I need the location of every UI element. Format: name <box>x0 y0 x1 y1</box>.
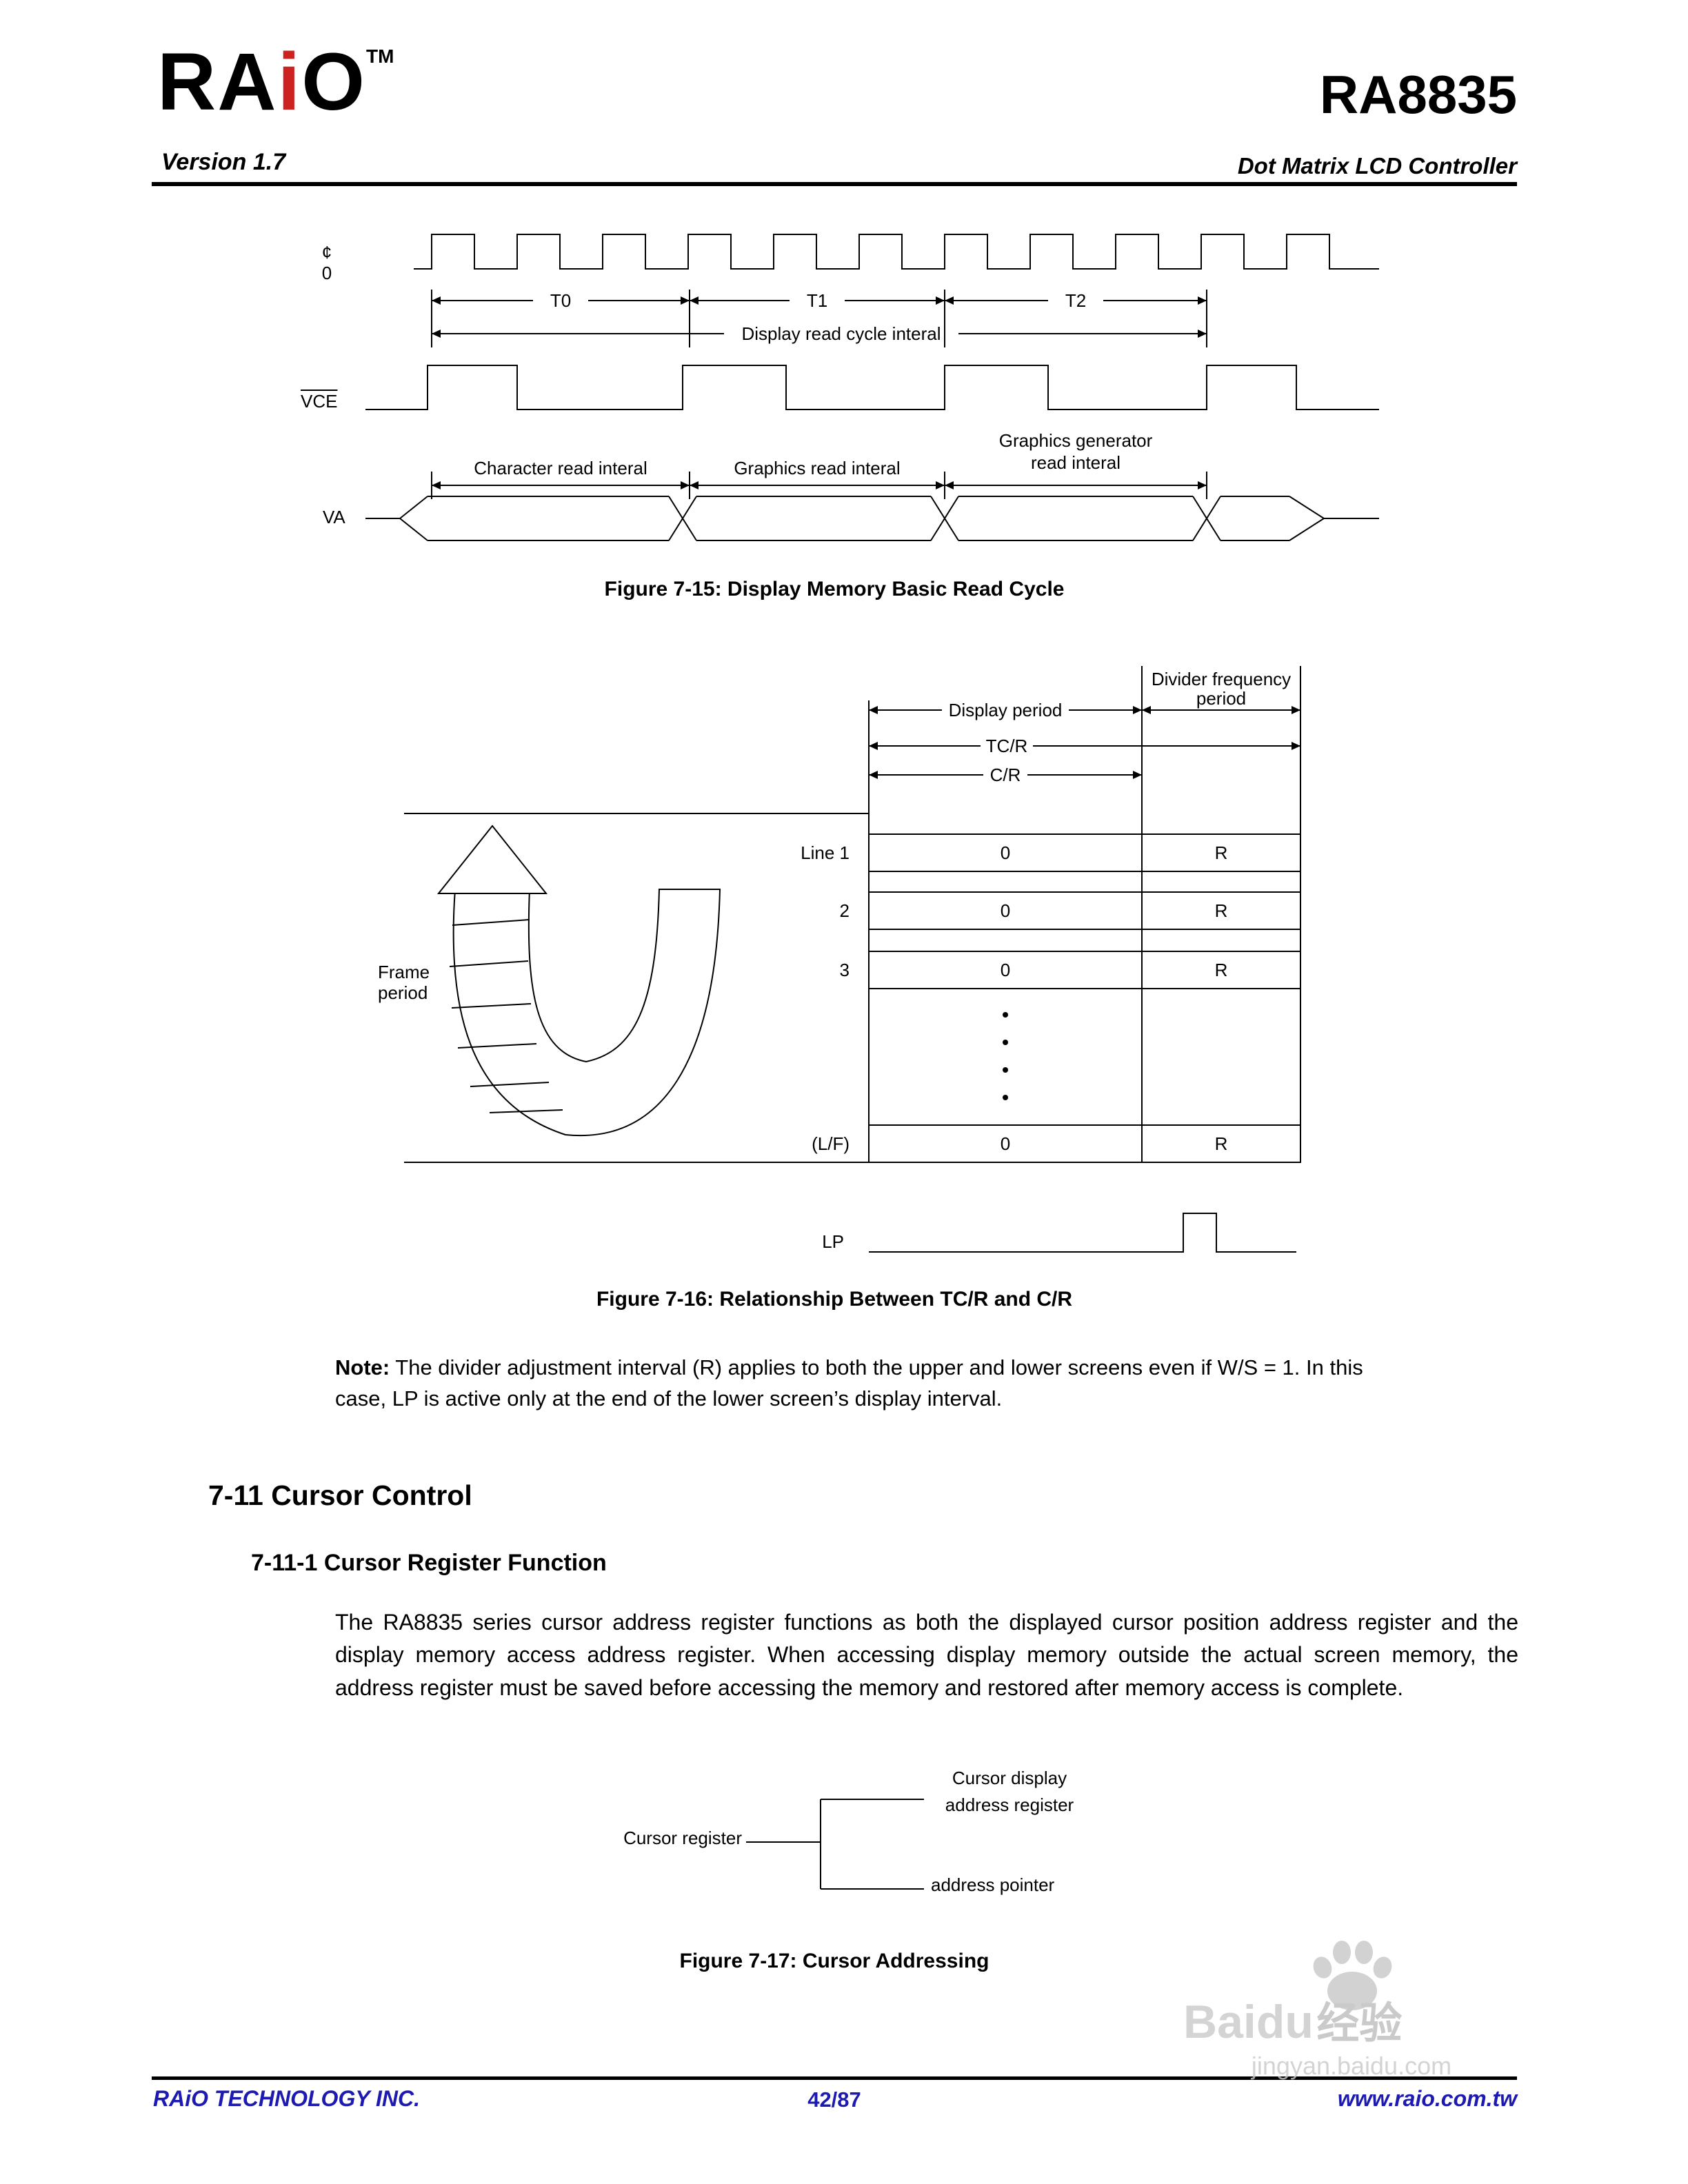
gfx-gen-read-label-1: Graphics generator <box>999 430 1153 451</box>
footer-page-number: 42/87 <box>807 2087 861 2112</box>
frame-period-line2: period <box>378 982 428 1003</box>
gfx-read-label: Graphics read interal <box>734 458 900 478</box>
row-divider-value: R <box>1215 842 1228 863</box>
fig717-caption: Figure 7-17: Cursor Addressing <box>679 1950 989 1972</box>
watermark-brand-latin: Baidu <box>1183 1996 1314 2048</box>
cr-label: C/R <box>990 765 1021 785</box>
fig715-waveform-svg: T0 T1 T2 Display read cycle interal Char… <box>365 234 1379 541</box>
note-label: Note: <box>335 1355 390 1379</box>
row-label: 3 <box>840 960 850 980</box>
logo-text-ra: RA <box>157 37 278 128</box>
watermark-url: jingyan.baidu.com <box>1251 2052 1452 2080</box>
row-label: 2 <box>840 900 850 921</box>
row-divider-value: R <box>1215 900 1228 921</box>
row-divider-box <box>1141 951 1301 989</box>
row-display-value: 0 <box>1001 842 1010 863</box>
divider-freq-label-1: Divider frequency <box>1152 669 1291 689</box>
cursor-bracket-lines <box>746 1799 924 1890</box>
cycle-label: Display read cycle interal <box>741 323 941 344</box>
lp-waveform <box>869 1213 1296 1253</box>
row-label: (L/F) <box>812 1133 850 1154</box>
va-bus-waveform <box>365 496 1379 541</box>
va-bus-lines <box>365 496 1379 541</box>
phi-subscript: 0 <box>321 262 332 283</box>
row-ellipsis-dots <box>1003 1012 1008 1100</box>
frame-loop-hatches <box>449 919 563 1113</box>
tcr-row-line1: Line 1 0 R <box>801 833 1301 872</box>
fig715-caption: Figure 7-15: Display Memory Basic Read C… <box>604 578 1065 600</box>
header: RAiOTM Version 1.7 RA8835 Dot Matrix LCD… <box>0 0 1688 186</box>
row-display-box <box>868 951 1143 989</box>
product-subtitle: Dot Matrix LCD Controller <box>1237 153 1517 179</box>
va-signal-label: VA <box>323 507 345 527</box>
cursor-display-line1: Cursor display <box>952 1768 1067 1788</box>
t2-label: T2 <box>1065 290 1086 311</box>
frame-loop-band <box>452 889 721 1137</box>
tcr-row-line3: 3 0 R <box>840 951 1301 989</box>
section-heading-cursor-control: 7-11 Cursor Control <box>208 1479 472 1511</box>
tcr-label: TC/R <box>986 736 1028 756</box>
product-title: RA8835 <box>1319 64 1517 125</box>
address-pointer-label: address pointer <box>931 1874 1055 1895</box>
vce-signal-label: VCE <box>301 391 338 412</box>
frame-period-line1: Frame <box>378 962 430 982</box>
frame-period-label: Frame period <box>378 962 430 1004</box>
header-rule <box>152 182 1517 186</box>
footer-website: www.raio.com.tw <box>1337 2086 1517 2111</box>
footer-rule <box>152 2076 1517 2080</box>
phi0-signal-label: ¢ 0 <box>312 242 342 284</box>
note-paragraph: Note: The divider adjustment interval (R… <box>335 1353 1390 1415</box>
raio-logo: RAiOTM <box>157 41 394 123</box>
subsection-heading-cursor-register: 7-11-1 Cursor Register Function <box>251 1550 607 1576</box>
note-text: The divider adjustment interval (R) appl… <box>335 1355 1363 1410</box>
row-divider-box <box>1141 891 1301 930</box>
t1-label: T1 <box>807 290 827 311</box>
char-read-label: Character read interal <box>474 458 647 478</box>
cursor-register-label: Cursor register <box>623 1828 742 1848</box>
t0-label: T0 <box>550 290 571 311</box>
row-label: Line 1 <box>801 842 850 863</box>
frame-loop-arrow <box>436 825 721 1137</box>
divider-freq-label-2: period <box>1196 688 1246 709</box>
row-display-box <box>868 833 1143 872</box>
paw-icon <box>1313 1941 1392 2010</box>
footer: RAiO TECHNOLOGY INC. 42/87 www.raio.com.… <box>0 2068 1688 2184</box>
row-display-value: 0 <box>1001 960 1010 980</box>
cursor-register-body-paragraph: The RA8835 series cursor address registe… <box>335 1610 1518 1700</box>
tcr-row-lf: (L/F) 0 R <box>812 1124 1301 1163</box>
gfx-gen-read-label-2: read interal <box>1031 452 1121 473</box>
version-label: Version 1.7 <box>161 149 286 175</box>
fig716-caption: Figure 7-16: Relationship Between TC/R a… <box>596 1288 1073 1311</box>
watermark-brand-row: Baidu 经验 <box>1183 1988 1528 2050</box>
fig716-diagram-svg: Display period Divider frequency period … <box>404 666 1301 1253</box>
tcr-row-line2: 2 0 R <box>840 891 1301 930</box>
fig717-bracket-svg <box>746 1799 924 1890</box>
frame-loop-arrowhead <box>436 825 548 894</box>
vce-waveform <box>365 365 1379 410</box>
row-divider-value: R <box>1215 1133 1228 1154</box>
row-display-box <box>868 891 1143 930</box>
cursor-display-line2: address register <box>945 1794 1074 1815</box>
baidu-watermark: Baidu 经验 jingyan.baidu.com <box>1165 1930 1538 2096</box>
logo-tm: TM <box>366 46 394 67</box>
row-divider-value: R <box>1215 960 1228 980</box>
cursor-display-address-label: Cursor display address register <box>920 1765 1099 1819</box>
watermark-brand-cjk: 经验 <box>1316 2000 1403 2048</box>
logo-text-i: i <box>277 37 302 128</box>
row-display-value: 0 <box>1001 1133 1010 1154</box>
row-display-value: 0 <box>1001 900 1010 921</box>
t-boundary-ticks <box>431 290 1207 347</box>
row-divider-box <box>1141 1124 1301 1163</box>
phi0-clock-waveform <box>414 234 1379 270</box>
display-period-label: Display period <box>949 700 1063 720</box>
lp-signal-label: LP <box>822 1231 844 1252</box>
footer-company: RAiO TECHNOLOGY INC. <box>153 2086 420 2111</box>
row-display-box <box>868 1124 1143 1163</box>
row-divider-box <box>1141 833 1301 872</box>
logo-text-o: O <box>301 37 367 128</box>
phi-symbol: ¢ <box>321 242 332 263</box>
